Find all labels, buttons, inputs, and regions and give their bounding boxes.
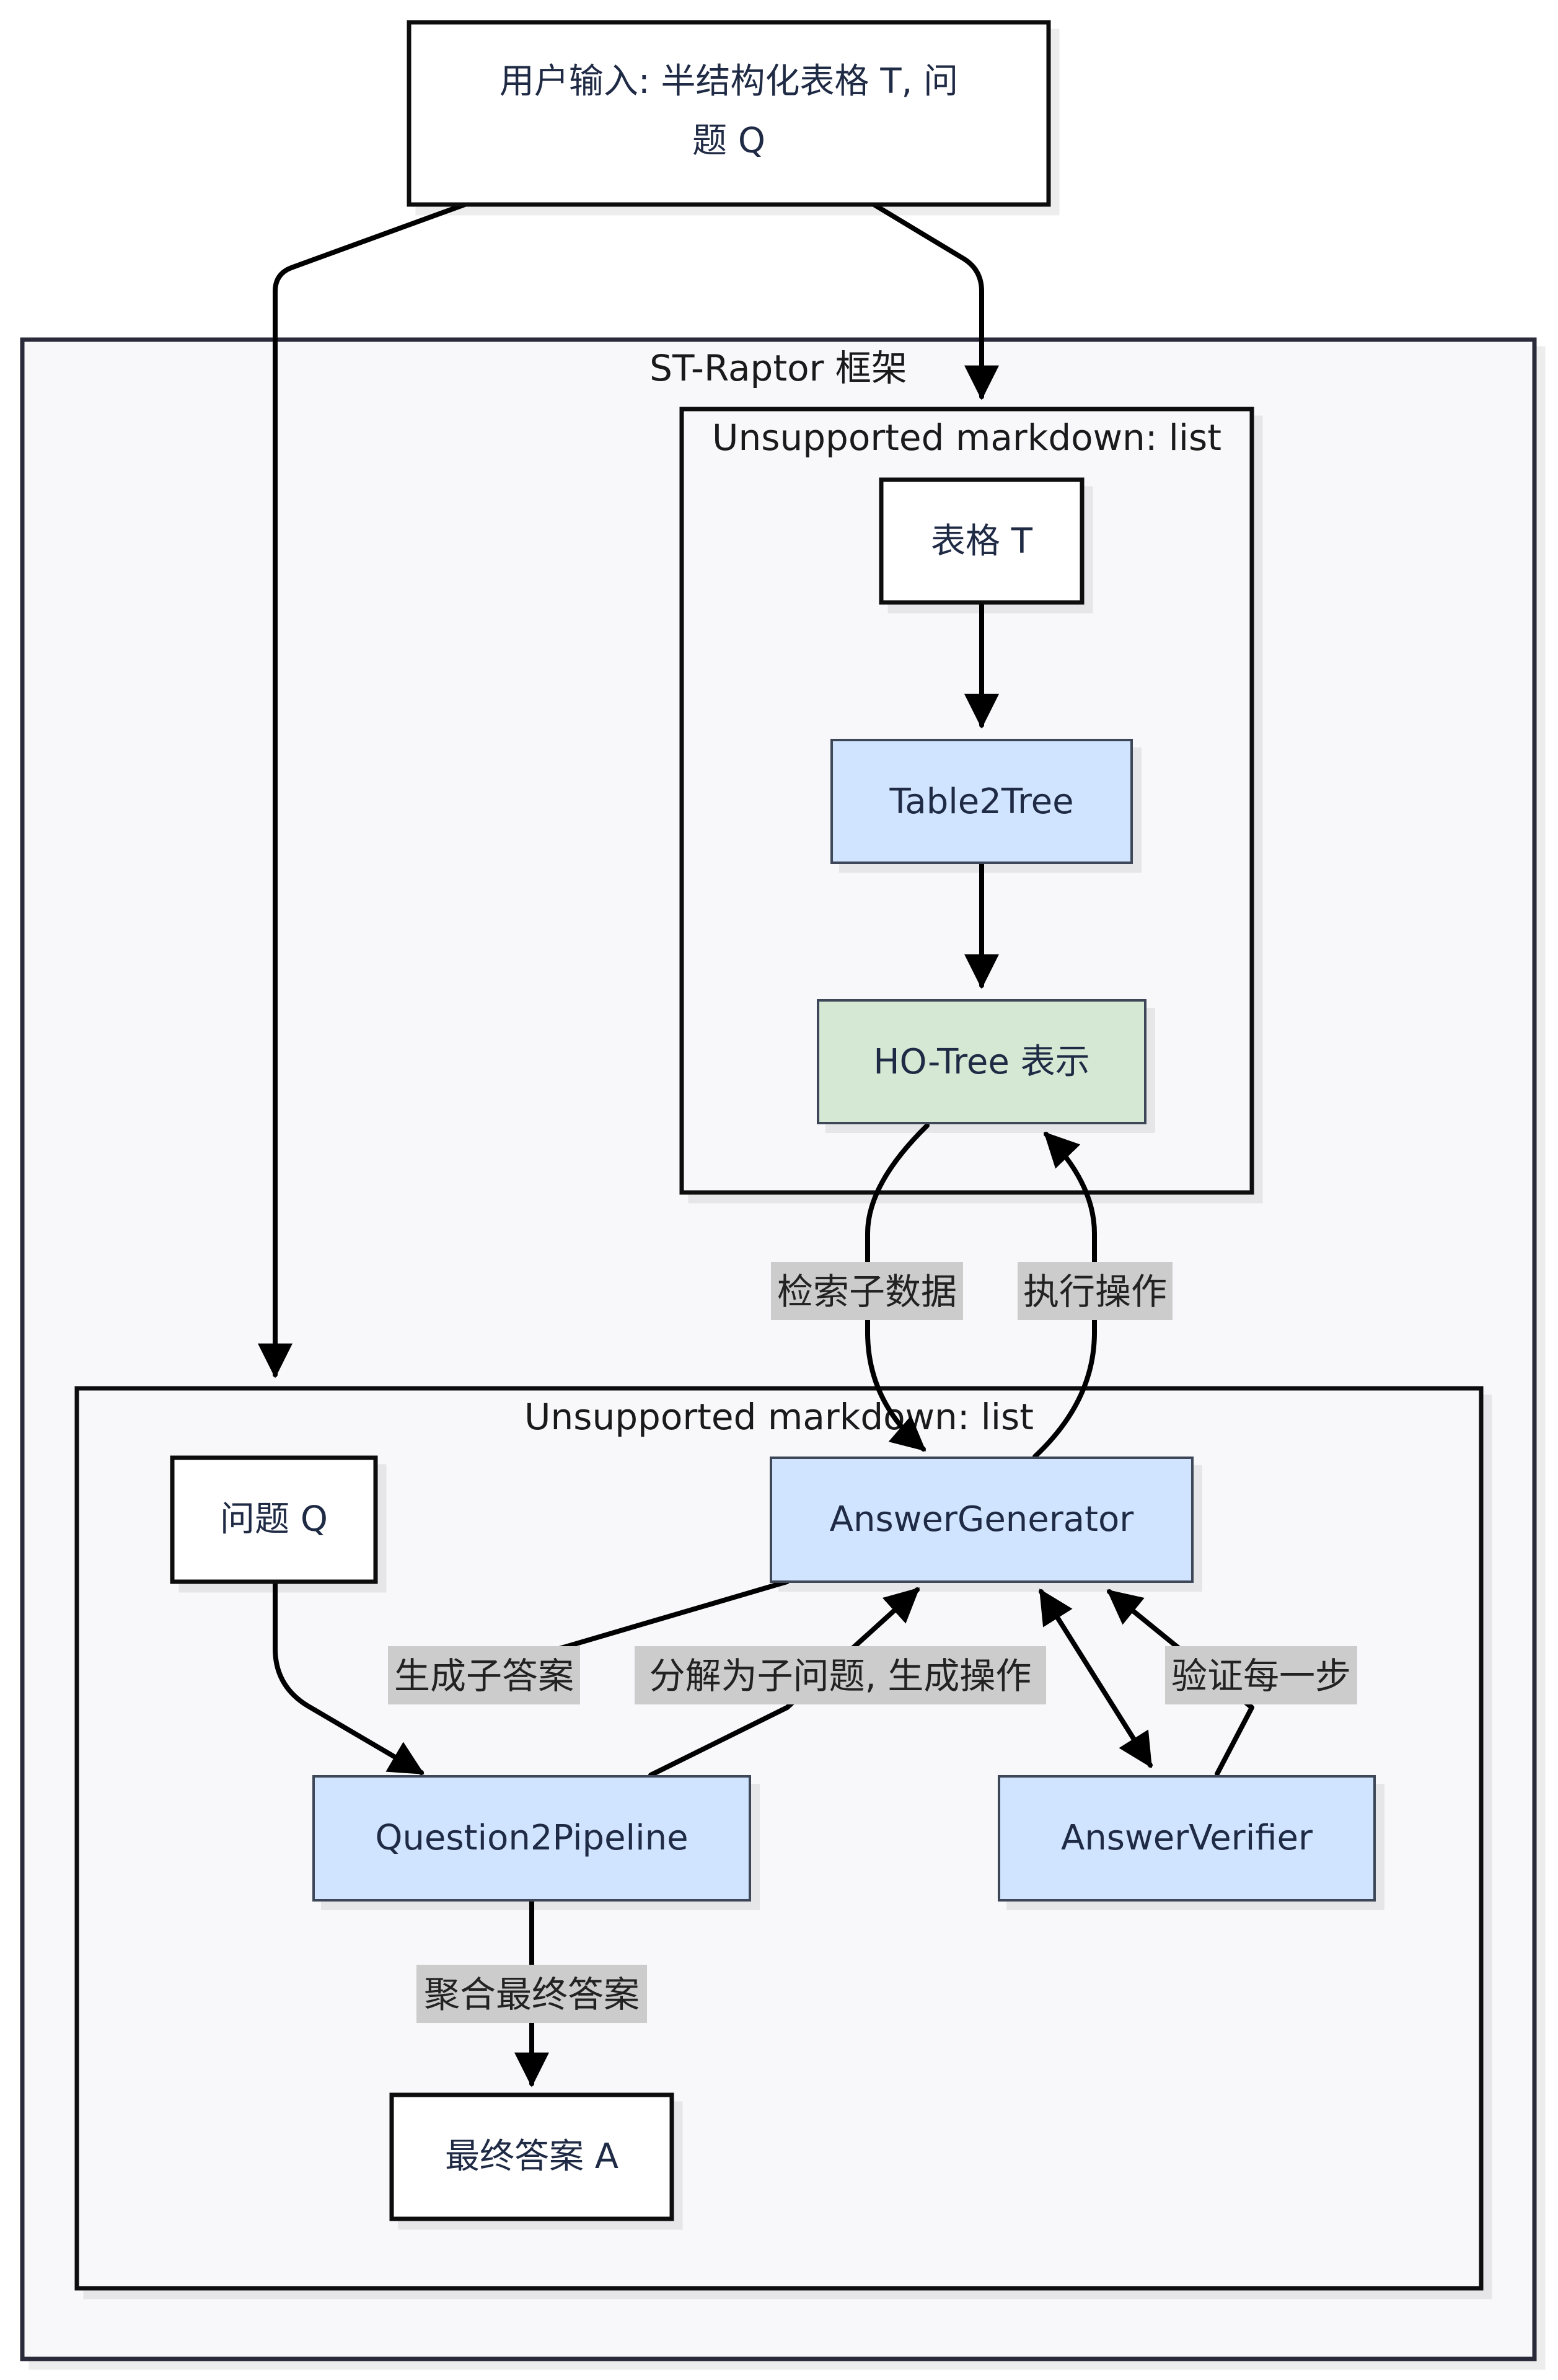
edge-label-execute: 执行操作: [1018, 1262, 1173, 1320]
edge-label-decompose: 分解为子问题, 生成操作: [635, 1646, 1046, 1704]
input-node: 用户输入: 半结构化表格 T, 问 题 Q: [407, 20, 1051, 207]
node-table-t: 表格 T: [879, 477, 1085, 605]
edge-label-gen-sub-answer-text: 生成子答案: [394, 1655, 574, 1697]
node-question-q: 问题 Q: [170, 1455, 378, 1584]
input-node-line1: 用户输入: 半结构化表格 T, 问: [500, 61, 958, 102]
node-hotree-label: HO-Tree 表示: [873, 1042, 1089, 1082]
edge-label-verify: 验证每一步: [1165, 1646, 1357, 1704]
edge-input-to-qa-group: [258, 202, 467, 1378]
edge-label-execute-text: 执行操作: [1023, 1271, 1167, 1313]
node-question-q-label: 问题 Q: [220, 1499, 328, 1540]
edge-label-retrieve-text: 检索子数据: [777, 1271, 957, 1313]
edge-label-retrieve: 检索子数据: [771, 1262, 963, 1320]
edge-generator-to-hotree: [1032, 1131, 1097, 1459]
node-answer-generator: AnswerGenerator: [770, 1457, 1194, 1583]
table-group-title: Unsupported markdown: list: [712, 416, 1221, 459]
node-final-answer: 最终答案 A: [389, 2092, 674, 2221]
qa-group-title: Unsupported markdown: list: [524, 1396, 1034, 1438]
node-answer-generator-label: AnswerGenerator: [830, 1499, 1135, 1540]
node-question2pipeline-label: Question2Pipeline: [375, 1818, 688, 1858]
node-table2tree: Table2Tree: [830, 739, 1133, 864]
edge-verifier-to-generator: [1106, 1589, 1254, 1776]
node-answer-verifier: AnswerVerifier: [998, 1775, 1376, 1902]
edge-question-to-pipeline: [273, 1579, 425, 1775]
outer-group-title: ST-Raptor 框架: [649, 347, 907, 389]
edge-generator-verifier: [1039, 1589, 1153, 1768]
edge-label-gen-sub-answer: 生成子答案: [388, 1646, 580, 1704]
input-node-line2: 题 Q: [692, 121, 765, 161]
edge-pipeline-to-generator: [648, 1587, 920, 1778]
edge-label-decompose-text: 分解为子问题, 生成操作: [649, 1655, 1032, 1697]
node-table2tree-label: Table2Tree: [889, 782, 1073, 822]
edge-label-aggregate-text: 聚合最终答案: [424, 1973, 640, 2016]
node-table-t-label: 表格 T: [931, 521, 1033, 562]
node-hotree: HO-Tree 表示: [817, 999, 1146, 1124]
edge-input-to-table-group: [871, 202, 999, 400]
node-answer-verifier-label: AnswerVerifier: [1061, 1818, 1313, 1858]
edge-label-aggregate: 聚合最终答案: [416, 1965, 647, 2023]
node-question2pipeline: Question2Pipeline: [312, 1775, 751, 1902]
edge-label-verify-text: 验证每一步: [1171, 1655, 1351, 1697]
node-final-answer-label: 最终答案 A: [445, 2136, 618, 2177]
